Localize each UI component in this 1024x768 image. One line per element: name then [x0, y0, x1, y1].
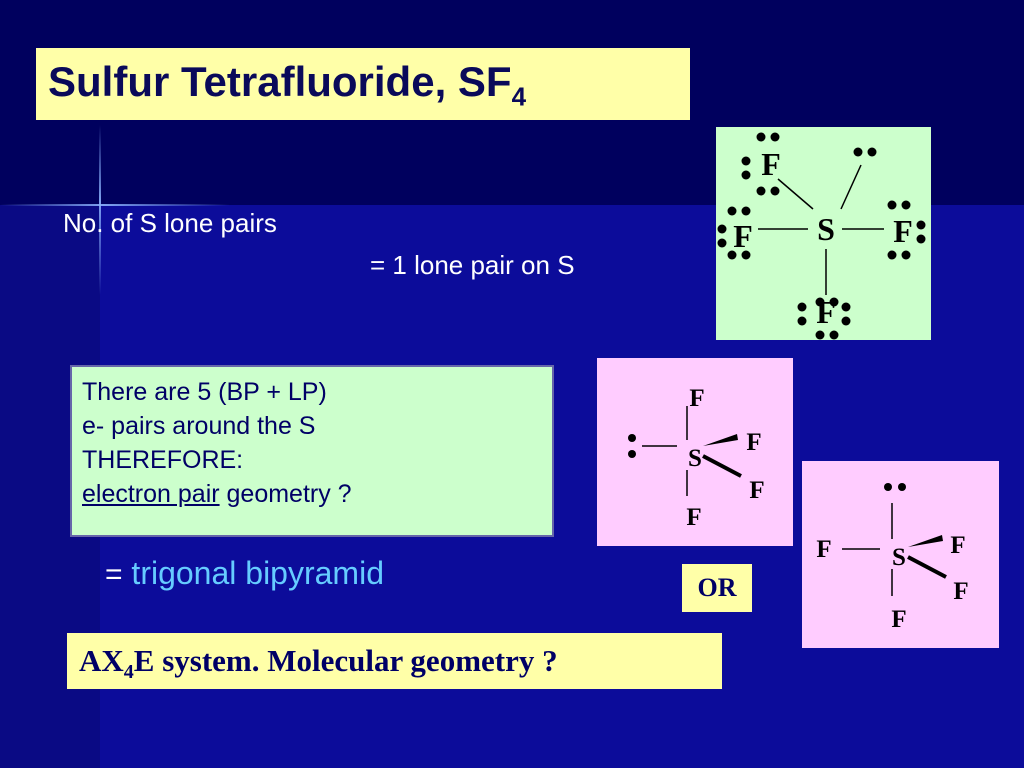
answer-equals: =: [105, 558, 123, 591]
s2-f-upper-right: F: [950, 532, 965, 559]
s1-f-bottom: F: [686, 504, 701, 531]
s2-f-left: F: [816, 536, 831, 563]
s1-lone-pair-dots: [628, 434, 636, 458]
bond-top-left: [777, 178, 814, 210]
ax-subscript: 4: [123, 661, 134, 684]
page-title: Sulfur Tetrafluoride, SF4: [48, 58, 526, 112]
lone-pairs-answer: = 1 lone pair on S: [370, 250, 575, 280]
structure-1-box: S F F F F: [597, 358, 793, 546]
s2-wedge-upper: [908, 535, 943, 547]
bp-line-4: electron pair geometry ?: [82, 477, 542, 511]
lewis-electron-dots: [717, 132, 926, 340]
bp-line-2: e- pairs around the S: [82, 412, 316, 440]
lewis-f-top-left: F: [761, 146, 781, 182]
s2-f-bottom: F: [891, 606, 906, 633]
lewis-f-right: F: [893, 213, 913, 249]
s1-f-upper-right: F: [746, 429, 761, 456]
bp-line-1: There are 5 (BP + LP): [82, 378, 327, 406]
lens-flare-vertical: [99, 125, 101, 295]
ax-system-box: AX4E system. Molecular geometry ?: [67, 633, 722, 689]
structure-1-diagram: S F F F F: [628, 385, 765, 531]
or-label: OR: [682, 564, 752, 612]
s2-central-atom: S: [892, 544, 906, 571]
s1-central-atom: S: [688, 445, 702, 472]
ax-suffix: E system. Molecular geometry ?: [133, 643, 558, 678]
lewis-structure-box: S F F F F: [716, 127, 931, 340]
s2-lone-pair-dots: [884, 483, 906, 491]
s2-bold-bond-lower: [907, 555, 947, 579]
s2-f-lower-right: F: [953, 578, 968, 605]
title-main: Sulfur Tetrafluoride, SF: [48, 58, 512, 105]
lens-flare-horizontal: [0, 204, 230, 206]
answer-text: trigonal bipyramid: [131, 555, 384, 591]
structure-2-diagram: S F F F F: [816, 483, 969, 633]
lewis-structure-diagram: S F F F F: [717, 132, 926, 340]
s1-f-top: F: [689, 385, 704, 412]
title-subscript: 4: [511, 81, 527, 112]
lone-pairs-question: No. of S lone pairs: [63, 208, 277, 238]
title-box: Sulfur Tetrafluoride, SF4: [36, 48, 690, 120]
s1-wedge-upper: [703, 434, 738, 446]
lewis-f-left: F: [733, 218, 753, 254]
bp-rest-text: geometry ?: [219, 480, 352, 508]
electron-pair-box: There are 5 (BP + LP) e- pairs around th…: [70, 365, 554, 537]
s1-bold-bond-lower: [702, 454, 742, 478]
lone-pair-line: [840, 164, 862, 210]
lewis-central-atom: S: [817, 211, 835, 247]
s1-f-lower-right: F: [749, 477, 764, 504]
structure-2-box: S F F F F: [802, 461, 999, 648]
bp-line-3: THEREFORE:: [82, 446, 244, 474]
geometry-answer: = trigonal bipyramid: [105, 555, 384, 592]
bp-underlined-text: electron pair: [82, 480, 220, 508]
ax-prefix: AX: [79, 643, 124, 678]
